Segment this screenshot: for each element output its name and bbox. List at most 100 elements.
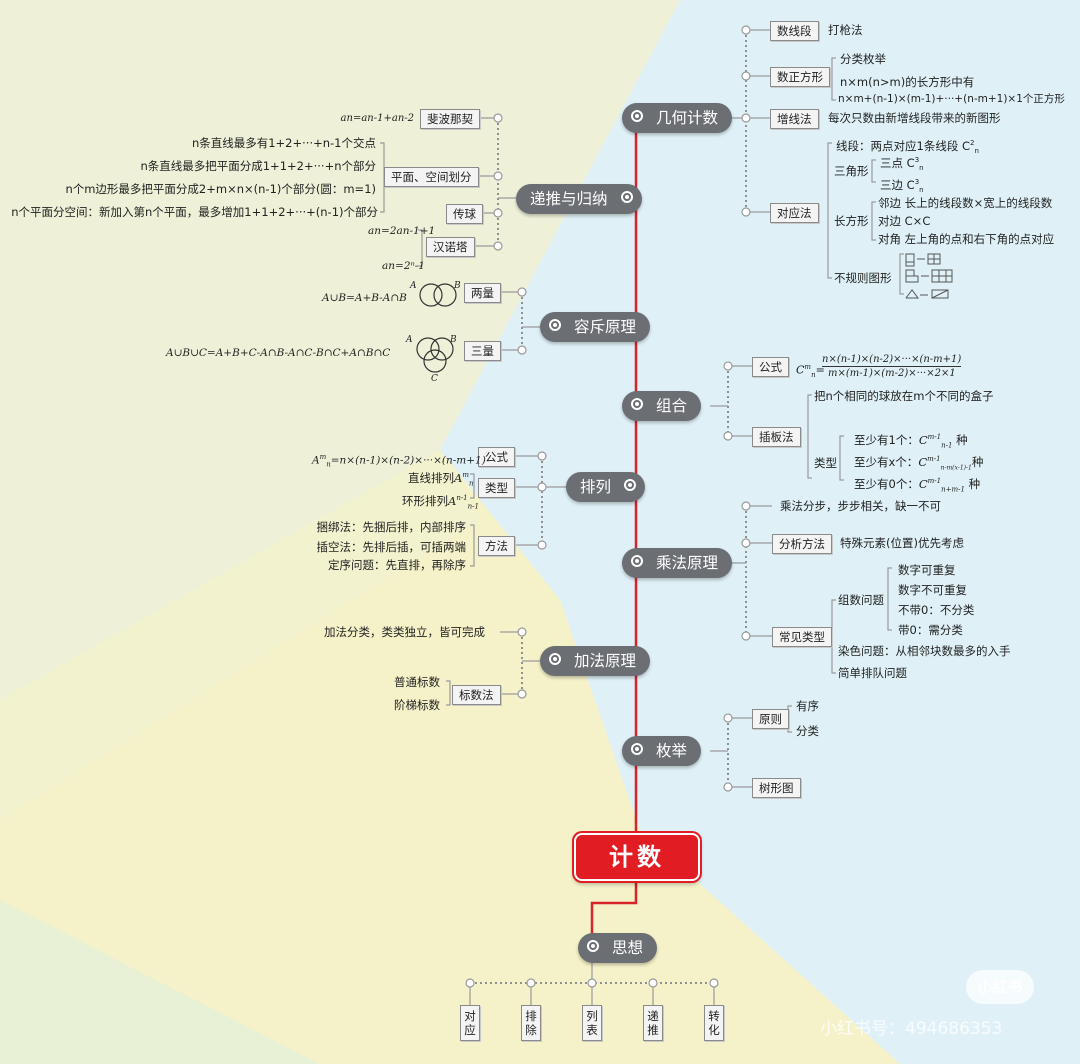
formula-three-sets: A∪B∪C=A+B+C-A∩B-A∩C-B∩C+A∩B∩C — [166, 347, 391, 359]
node-marking-method[interactable]: 标数法 — [452, 685, 501, 705]
node-stars-and-bars[interactable]: 插板法 — [752, 427, 801, 447]
label-number-forming: 组数问题 — [838, 593, 884, 607]
text-bundle-method: 捆绑法：先捆后排，内部排序 — [316, 520, 467, 534]
node-analysis-method[interactable]: 分析方法 — [772, 534, 832, 554]
bullet-icon — [631, 743, 643, 755]
text-simple-queue: 简单排队问题 — [838, 666, 907, 680]
text-line-plane-parts: n条直线最多把平面分成1+1+2+···+n个部分 — [140, 159, 376, 173]
text-digits-repeat: 数字可重复 — [898, 563, 956, 577]
label-rectangle: 长方形 — [834, 214, 869, 228]
text-without-zero: 不带0：不分类 — [898, 603, 975, 617]
text-opposite-side: 对边 C×C — [878, 214, 931, 228]
text-multiply-steps: 乘法分步，步步相关，缺一不可 — [780, 499, 941, 513]
bullet-icon — [620, 191, 633, 203]
text-ordered: 有序 — [796, 699, 819, 713]
node-permutation-methods[interactable]: 方法 — [478, 536, 515, 556]
text-line-intersections: n条直线最多有1+2+···+n-1个交点 — [191, 136, 376, 150]
branch-multiplication-principle[interactable]: 乘法原理 — [622, 548, 733, 578]
connector-nodes — [465, 25, 751, 988]
formula-combination-denominator: m×(m-1)×(m-2)×···×2×1 — [828, 368, 956, 379]
text-square-sum: n×m+(n-1)×(m-1)+···+(n-m+1)×1个正方形 — [838, 93, 1065, 105]
text-step-marking: 阶梯标数 — [394, 698, 440, 712]
formula-combination-numerator: n×(n-1)×(n-2)×···×(n-m+1) — [822, 354, 962, 367]
bullet-icon — [631, 555, 643, 567]
note-gun-method: 打枪法 — [828, 23, 863, 37]
text-classified-enum: 分类枚举 — [840, 52, 886, 66]
formula-hanoi-recursive: an=2an-1+1 — [368, 225, 436, 237]
text-segment-two-points: 线段：两点对应1条线段 C2n — [836, 138, 979, 156]
branch-geometry-counting[interactable]: 几何计数 — [622, 103, 733, 133]
venn-label-b: B — [454, 281, 461, 291]
node-permutation-types[interactable]: 类型 — [478, 478, 515, 498]
text-addition-classes: 加法分类，类类独立，皆可完成 — [324, 625, 485, 639]
node-pass-ball[interactable]: 传球 — [446, 204, 483, 224]
node-two-sets[interactable]: 两量 — [464, 283, 501, 303]
node-plane-space-division[interactable]: 平面、空间划分 — [384, 167, 479, 187]
venn-label-a: A — [410, 281, 417, 291]
symbol-c-n-m: Cmn= — [796, 363, 825, 379]
node-add-line-method[interactable]: 增线法 — [770, 109, 819, 129]
branch-addition-principle[interactable]: 加法原理 — [540, 646, 651, 676]
root-node[interactable]: 计数 — [574, 833, 700, 881]
text-fixed-order: 定序问题：先直排，再除序 — [328, 558, 466, 572]
node-thought-listing[interactable]: 列表 — [582, 1005, 602, 1041]
node-tree-diagram[interactable]: 树形图 — [752, 778, 801, 798]
bullet-icon — [624, 479, 637, 491]
trunk-line — [590, 118, 638, 935]
bullet-icon — [549, 653, 561, 665]
formula-fibonacci: an=an-1+an-2 — [340, 113, 414, 124]
branch-inclusion-exclusion[interactable]: 容斥原理 — [540, 312, 651, 342]
node-thought-exclusion[interactable]: 排除 — [521, 1005, 541, 1041]
formula-permutation: Amn=n×(n-1)×(n-2)×···×(n-m+1) — [312, 453, 486, 469]
node-count-segments[interactable]: 数线段 — [770, 21, 819, 41]
text-three-sides: 三边 C3n — [880, 177, 924, 195]
node-thought-correspondence[interactable]: 对应 — [460, 1005, 480, 1041]
bullet-icon — [587, 940, 599, 952]
label-irregular-shape: 不规则图形 — [834, 271, 892, 285]
text-adjacent-side: 邻边 长上的线段数×宽上的线段数 — [878, 196, 1053, 210]
node-thought-transformation[interactable]: 转化 — [704, 1005, 724, 1041]
label-type: 类型 — [814, 456, 837, 470]
branch-thought[interactable]: 思想 — [578, 933, 658, 963]
text-balls-in-boxes: 把n个相同的球放在m个不同的盒子 — [814, 389, 994, 403]
text-circular-permutation: 环形排列An-1n-1 — [402, 493, 479, 511]
node-three-sets[interactable]: 三量 — [464, 341, 501, 361]
node-permutation-formula[interactable]: 公式 — [478, 447, 515, 467]
text-gap-method: 插空法：先排后插，可插两端 — [316, 540, 467, 554]
text-at-least-zero: 至少有0个：Cm-1n+m-1 种 — [854, 476, 981, 494]
text-at-least-one: 至少有1个：Cm-1n-1 种 — [854, 432, 968, 450]
node-thought-recursion[interactable]: 递推 — [643, 1005, 663, 1041]
bullet-icon — [631, 398, 643, 410]
text-digits-no-repeat: 数字不可重复 — [898, 583, 967, 597]
note-new-line: 每次只数由新增线段带来的新图形 — [828, 111, 1001, 125]
watermark-logo: 小红书 — [966, 970, 1034, 1004]
text-rect-nm: n×m(n>m)的长方形中有 — [840, 75, 975, 89]
text-plane-space-parts: n个平面分空间：新加入第n个平面，最多增加1+1+2+···+(n-1)个部分 — [11, 205, 378, 219]
formula-two-sets: A∪B=A+B-A∩B — [322, 292, 407, 304]
node-count-squares[interactable]: 数正方形 — [770, 67, 830, 87]
venn-three-sets-icon — [416, 337, 454, 373]
text-normal-marking: 普通标数 — [394, 675, 440, 689]
text-three-points: 三点 C3n — [880, 155, 924, 173]
node-fibonacci[interactable]: 斐波那契 — [420, 109, 480, 129]
venn3-label-a: A — [406, 335, 413, 345]
text-coloring-problem: 染色问题：从相邻块数最多的入手 — [838, 644, 1011, 658]
branch-recursion-induction[interactable]: 递推与归纳 — [516, 184, 642, 214]
node-principle[interactable]: 原则 — [752, 709, 789, 729]
node-common-types[interactable]: 常见类型 — [772, 627, 832, 647]
formula-hanoi-closed: an=2ⁿ-1 — [382, 260, 425, 272]
label-triangle: 三角形 — [834, 164, 869, 178]
bullet-icon — [549, 319, 561, 331]
branch-combination[interactable]: 组合 — [622, 391, 702, 421]
venn3-label-c: C — [431, 374, 438, 384]
bullet-icon — [631, 110, 643, 122]
text-polygon-plane-parts: n个m边形最多把平面分成2+m×n×(n-1)个部分(圆：m=1) — [65, 182, 376, 196]
node-combination-formula[interactable]: 公式 — [752, 357, 789, 377]
node-hanoi-tower[interactable]: 汉诺塔 — [426, 237, 475, 257]
text-linear-permutation: 直线排列Amn — [408, 470, 474, 488]
node-correspondence-method[interactable]: 对应法 — [770, 203, 819, 223]
branch-enumeration[interactable]: 枚举 — [622, 736, 702, 766]
branch-permutation[interactable]: 排列 — [566, 472, 646, 502]
